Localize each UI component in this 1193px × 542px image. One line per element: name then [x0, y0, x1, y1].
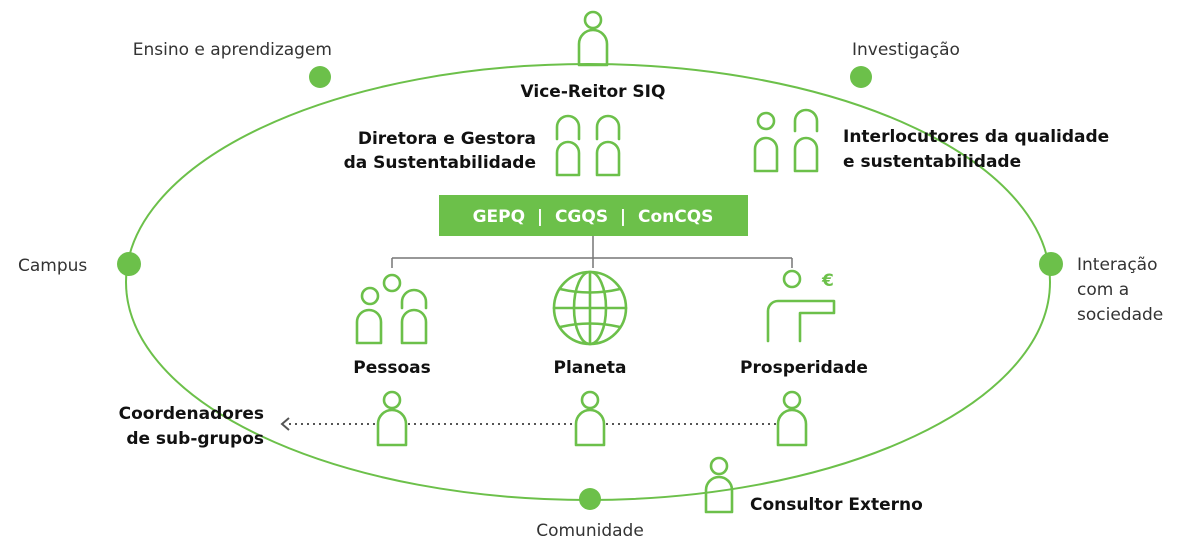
ring-node-interacao	[1039, 252, 1063, 276]
ring-label-ensino: Ensino e aprendizagem	[133, 40, 332, 60]
person-icon	[704, 456, 734, 514]
role-interlocutores-line2: e sustentabilidade	[843, 152, 1021, 172]
globe-icon	[552, 270, 628, 346]
role-vice-reitor: Vice-Reitor SIQ	[521, 82, 666, 102]
currency-symbol: €	[821, 271, 834, 291]
connector-tree	[391, 236, 793, 268]
ring-node-investigacao	[850, 66, 872, 88]
center-box-label: GEPQ | CGQS | ConCQS	[473, 207, 714, 227]
role-diretora-line1: Diretora e Gestora	[358, 129, 536, 149]
person-icon	[574, 390, 606, 447]
ring-label-investigacao: Investigação	[852, 40, 960, 60]
two-persons-icon	[555, 114, 621, 177]
presenter-icon	[766, 269, 836, 343]
ring-node-comunidade	[579, 488, 601, 510]
two-persons-icon	[753, 108, 819, 173]
ring-node-campus	[117, 252, 141, 276]
ring-label-comunidade: Comunidade	[536, 521, 644, 541]
role-interlocutores-line1: Interlocutores da qualidade	[843, 127, 1109, 147]
ring-label-campus: Campus	[18, 256, 87, 276]
group-icon	[355, 273, 428, 345]
ring-label-interacao-2: com a	[1077, 280, 1129, 300]
arrow-left-icon	[280, 417, 290, 431]
pillar-planeta: Planeta	[554, 358, 627, 378]
person-icon	[776, 390, 808, 447]
role-coordenadores-line1: Coordenadores	[119, 404, 264, 424]
role-coordenadores-line2: de sub-grupos	[126, 429, 264, 449]
ring-label-interacao-3: sociedade	[1077, 305, 1163, 325]
center-box	[439, 195, 748, 236]
ring-node-ensino	[309, 66, 331, 88]
person-icon	[577, 10, 609, 67]
pillar-prosperidade: Prosperidade	[740, 358, 868, 378]
role-consultor: Consultor Externo	[750, 495, 923, 515]
role-diretora-line2: da Sustentabilidade	[344, 153, 536, 173]
person-icon	[376, 390, 408, 447]
pillar-pessoas: Pessoas	[353, 358, 431, 378]
ring-label-interacao-1: Interação	[1077, 255, 1157, 275]
